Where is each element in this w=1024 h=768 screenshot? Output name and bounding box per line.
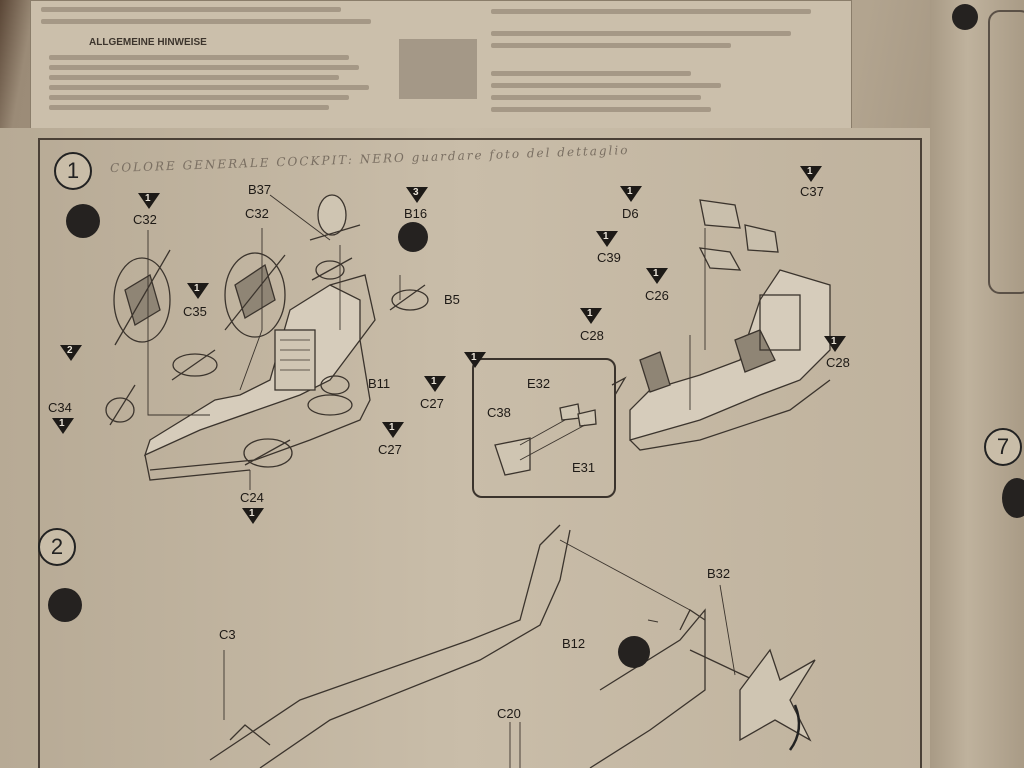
paint-icon xyxy=(1002,478,1024,518)
part-label-c34: C34 xyxy=(48,400,72,415)
part-label-c24: C24 xyxy=(240,490,264,505)
part-label-e31: E31 xyxy=(572,460,596,475)
adjacent-page: 7 xyxy=(930,0,1024,768)
blurred-text-line xyxy=(49,105,329,110)
general-notes-panel: ALLGEMEINE HINWEISE xyxy=(30,0,852,142)
blurred-text-line xyxy=(491,31,791,36)
color-code-marker: 1 xyxy=(187,283,209,299)
blurred-text-line xyxy=(491,71,691,76)
color-code-marker: 1 xyxy=(138,193,160,209)
no-glue-icon xyxy=(618,636,650,668)
color-code-marker: 1 xyxy=(464,352,486,368)
part-label-b37: B37 xyxy=(248,182,272,197)
paint-brush-icon xyxy=(66,204,100,238)
part-label-b16: B16 xyxy=(404,206,428,221)
blurred-text-line xyxy=(49,85,369,90)
step-7-number: 7 xyxy=(984,428,1022,466)
color-code-marker: 1 xyxy=(824,336,846,352)
section-title: ALLGEMEINE HINWEISE xyxy=(89,37,207,48)
part-label-c27: C27 xyxy=(420,396,444,411)
part-label-c27: C27 xyxy=(378,442,402,457)
part-label-c28: C28 xyxy=(580,328,604,343)
part-label-c39: C39 xyxy=(597,250,621,265)
part-label-c28: C28 xyxy=(826,355,850,370)
paint-brush-icon xyxy=(48,588,82,622)
part-label-c35: C35 xyxy=(183,304,207,319)
adjacent-frame xyxy=(988,10,1024,294)
blurred-text-line xyxy=(49,55,349,60)
color-code-marker: 1 xyxy=(620,186,642,202)
color-code-marker: 1 xyxy=(52,418,74,434)
color-code-marker: 1 xyxy=(382,422,404,438)
part-label-b11: B11 xyxy=(368,376,391,391)
color-code-marker: 1 xyxy=(646,268,668,284)
color-code-marker: 1 xyxy=(424,376,446,392)
part-label-c3: C3 xyxy=(219,627,236,642)
blurred-text-line xyxy=(491,95,701,100)
step-2-number: 2 xyxy=(38,528,76,566)
blurred-text-line xyxy=(491,83,721,88)
blurred-text-line xyxy=(49,65,359,70)
paint-icon xyxy=(952,4,978,30)
blurred-text-line xyxy=(491,107,711,112)
part-label-c37: C37 xyxy=(800,184,824,199)
blurred-text-line xyxy=(49,95,349,100)
instruction-frame xyxy=(38,138,922,768)
part-label-c32: C32 xyxy=(133,212,157,227)
step-1-number: 1 xyxy=(54,152,92,190)
part-label-b5: B5 xyxy=(444,292,460,307)
part-label-b12: B12 xyxy=(562,636,586,651)
blurred-text-line xyxy=(491,9,811,14)
detail-callout xyxy=(472,358,616,498)
color-code-marker: 1 xyxy=(800,166,822,182)
part-label-c38: C38 xyxy=(487,405,511,420)
part-label-e32: E32 xyxy=(527,376,551,391)
part-label-b32: B32 xyxy=(707,566,731,581)
part-label-c20: C20 xyxy=(497,706,521,721)
part-label-c32: C32 xyxy=(245,206,269,221)
blurred-text-line xyxy=(41,7,341,12)
color-code-marker: 1 xyxy=(596,231,618,247)
notice-box xyxy=(399,39,477,99)
part-label-c26: C26 xyxy=(645,288,669,303)
part-label-d6: D6 xyxy=(622,206,639,221)
color-code-marker: 1 xyxy=(580,308,602,324)
blurred-text-line xyxy=(41,19,371,24)
color-code-marker: 3 xyxy=(406,187,428,203)
color-code-marker: 1 xyxy=(242,508,264,524)
blurred-text-line xyxy=(49,75,339,80)
color-code-marker: 2 xyxy=(60,345,82,361)
no-glue-icon xyxy=(398,222,428,252)
blurred-text-line xyxy=(491,43,731,48)
